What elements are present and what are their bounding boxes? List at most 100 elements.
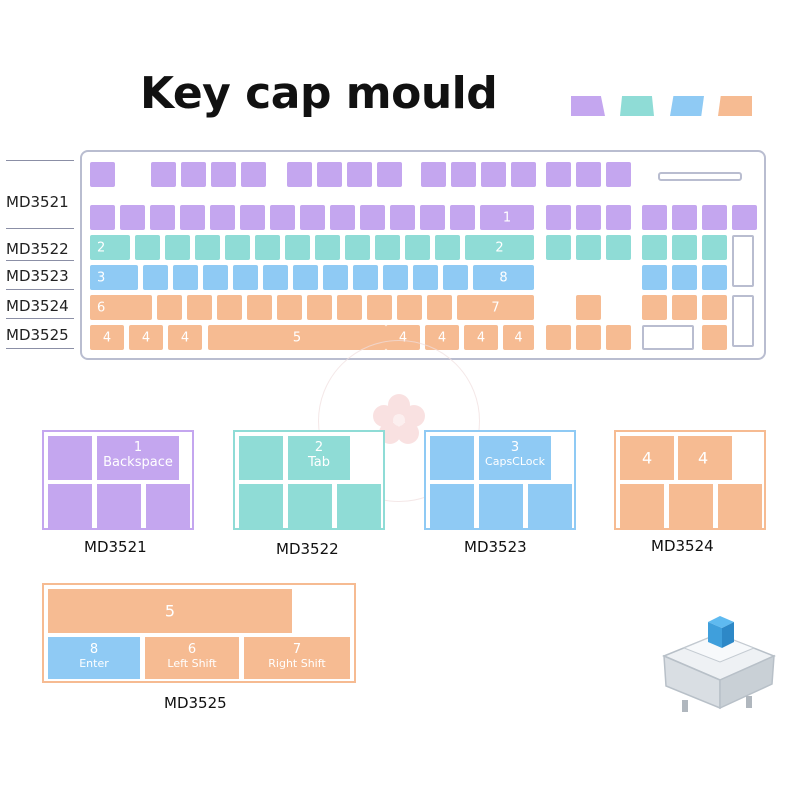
keycap-number: 4 [180, 330, 190, 345]
keycap [390, 205, 415, 230]
keycap [240, 205, 265, 230]
mould-key [430, 436, 474, 480]
backspace-key: 1 Backspace [97, 436, 179, 480]
keycap: 4 [129, 325, 163, 350]
row-divider [6, 348, 74, 349]
mould-label-md3525: MD3525 [164, 694, 227, 712]
mould-key [48, 484, 92, 528]
keycap [642, 235, 667, 260]
capslock-key: 3 CapsCLock [479, 436, 551, 480]
mould-key [718, 484, 762, 528]
keycap [672, 205, 697, 230]
keycap [180, 205, 205, 230]
keycap: 4 [464, 325, 498, 350]
keycap: 3 [90, 265, 138, 290]
keycap [217, 295, 242, 320]
row-divider [6, 228, 74, 229]
left-shift-text: Left Shift [167, 657, 217, 670]
keycap: 8 [473, 265, 534, 290]
tab-text: Tab [307, 455, 330, 470]
keycap [307, 295, 332, 320]
keycap [203, 265, 228, 290]
keycap [353, 265, 378, 290]
row-divider [6, 160, 74, 161]
keycap-number: 1 [502, 210, 512, 225]
keycap [576, 325, 601, 350]
mould-md3524: 4 4 [614, 430, 766, 530]
keycap [287, 162, 312, 187]
keycap [135, 235, 160, 260]
keycap: 4 [90, 325, 124, 350]
mould-label-md3523: MD3523 [464, 538, 527, 556]
mould-label-md3522: MD3522 [276, 540, 339, 558]
mould-label-md3521: MD3521 [84, 538, 147, 556]
mould-key [146, 484, 190, 528]
keycap-outline [642, 325, 694, 350]
keycap [225, 235, 250, 260]
spacebar-key: 5 [48, 589, 292, 633]
keycap [315, 235, 340, 260]
keycap: 6 [90, 295, 152, 320]
key-number: 4 [642, 448, 653, 468]
keycap-number: 2 [97, 240, 106, 255]
swatch-blue [670, 96, 704, 116]
keycap [642, 205, 667, 230]
row-label-1: MD3521 [6, 193, 69, 211]
keycap [606, 325, 631, 350]
keycap [511, 162, 536, 187]
tab-number: 2 [314, 440, 324, 455]
keycap: 2 [90, 235, 130, 260]
enter-key: 8 Enter [48, 637, 140, 679]
keycap [143, 265, 168, 290]
keycap [672, 265, 697, 290]
keycap-number: 4 [476, 330, 486, 345]
spacebar-number: 5 [164, 601, 176, 621]
swatch-orange [718, 96, 752, 116]
row-label-4: MD3524 [6, 297, 69, 315]
left-shift-key: 6 Left Shift [145, 637, 239, 679]
keycap [181, 162, 206, 187]
keycap: 5 [208, 325, 386, 350]
enter-text: Enter [79, 657, 109, 670]
right-shift-number: 7 [292, 642, 302, 657]
keycap [375, 235, 400, 260]
keycap [405, 235, 430, 260]
keycap [255, 235, 280, 260]
mould-md3525: 5 8 Enter 6 Left Shift 7 Right Shift [42, 583, 356, 683]
keycap [241, 162, 266, 187]
row-divider [6, 318, 74, 319]
mould-key [288, 484, 332, 528]
capslock-text: CapsCLock [485, 455, 545, 468]
keycap [481, 162, 506, 187]
keycap-outline [732, 235, 754, 287]
keycap [702, 295, 727, 320]
keycap [367, 295, 392, 320]
swatch-teal [620, 96, 654, 116]
key-number: 4 [698, 448, 709, 468]
keycap [702, 235, 727, 260]
backspace-text: Backspace [103, 455, 173, 470]
mould-key [620, 484, 664, 528]
keycap [606, 235, 631, 260]
mould-key: 4 [620, 436, 674, 480]
keycap-outline [732, 295, 754, 347]
keycap-number: 4 [398, 330, 408, 345]
enter-number: 8 [89, 642, 99, 657]
keycap [377, 162, 402, 187]
key-switch-illustration [654, 604, 784, 716]
right-shift-text: Right Shift [268, 657, 326, 670]
keycap-number: 8 [499, 270, 508, 285]
keycap-number: 4 [514, 330, 523, 345]
keycap [451, 162, 476, 187]
keycap [546, 235, 571, 260]
keycap [210, 205, 235, 230]
keycap [421, 162, 446, 187]
keycap [323, 265, 348, 290]
row-label-2: MD3522 [6, 240, 69, 258]
keycap [345, 235, 370, 260]
row-label-3: MD3523 [6, 267, 69, 285]
swatch-purple [571, 96, 605, 116]
keycap-number: 2 [495, 240, 504, 255]
keycap: 2 [465, 235, 534, 260]
mould-md3521: 1 Backspace [42, 430, 194, 530]
